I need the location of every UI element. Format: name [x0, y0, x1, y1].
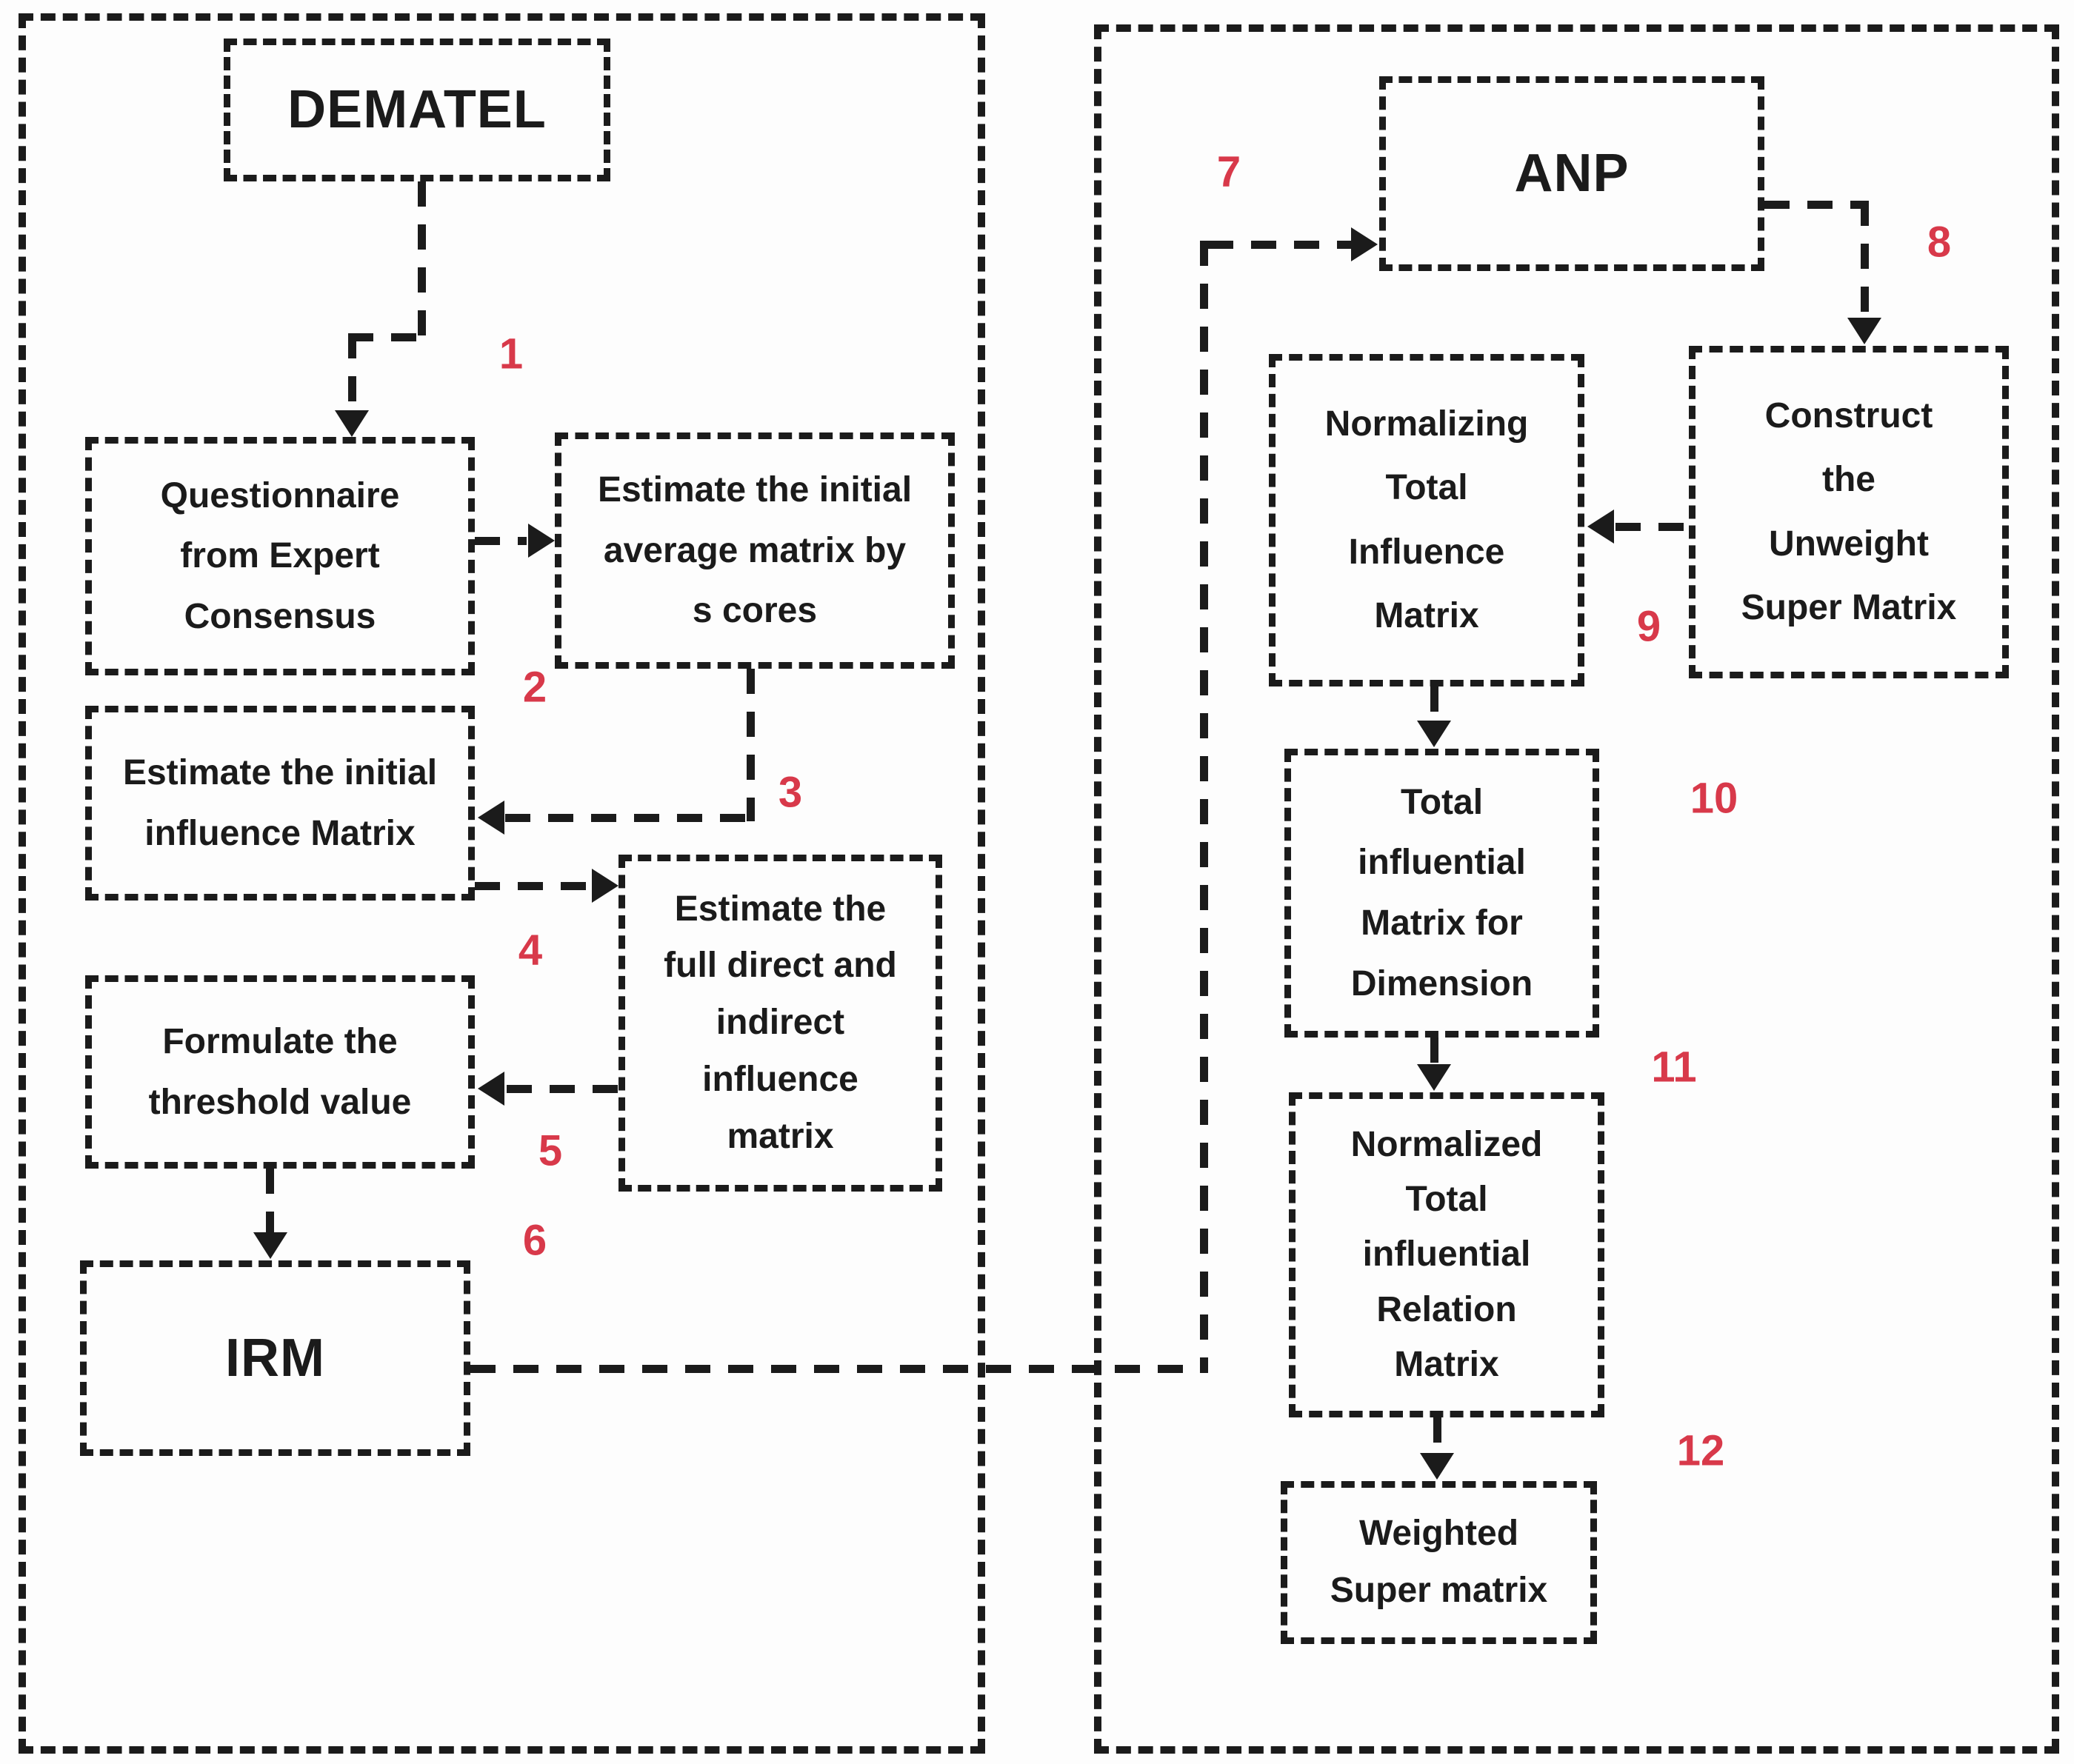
step-label-6: 6 [522, 1216, 547, 1265]
connector-1-seg-c [348, 333, 356, 415]
connector-3-seg-b [505, 814, 754, 822]
node-questionnaire: Questionnaire from Expert Consensus [85, 437, 475, 675]
arrowhead-8 [1847, 318, 1881, 344]
connector-8-seg-a [1764, 201, 1869, 209]
connector-2-seg-a [475, 537, 527, 545]
arrowhead-1 [335, 410, 369, 437]
arrowhead-10 [1417, 721, 1451, 747]
node-average-matrix: Estimate the initial average matrix by s… [555, 432, 955, 669]
connector-7-seg-b [1200, 241, 1208, 1373]
connector-4-seg-a [475, 882, 590, 890]
step-label-10: 10 [1690, 774, 1738, 823]
step-label-1: 1 [499, 330, 524, 378]
connector-7-seg-c [1208, 241, 1351, 249]
panel-dematel [19, 13, 985, 1754]
step-label-7: 7 [1216, 147, 1241, 196]
node-normalizing-matrix: Normalizing Total Influence Matrix [1269, 354, 1584, 686]
node-normalized-relation-matrix: Normalized Total influential Relation Ma… [1289, 1092, 1604, 1417]
connector-11-seg-a [1430, 1038, 1438, 1066]
arrowhead-3 [478, 801, 504, 835]
connector-12-seg-a [1433, 1417, 1441, 1454]
node-dematel: DEMATEL [224, 39, 610, 181]
arrowhead-12 [1420, 1453, 1454, 1480]
arrowhead-6 [253, 1232, 287, 1259]
connector-7-seg-a [470, 1365, 1207, 1373]
step-label-12: 12 [1676, 1426, 1725, 1475]
node-dimension-matrix: Total influential Matrix for Dimension [1284, 749, 1599, 1038]
connector-1-seg-b [348, 333, 427, 341]
node-anp: ANP [1379, 76, 1764, 271]
step-label-11: 11 [1651, 1043, 1697, 1092]
connector-5-seg-a [507, 1085, 621, 1093]
node-irm: IRM [80, 1260, 470, 1456]
connector-10-seg-a [1430, 686, 1438, 722]
step-label-5: 5 [538, 1126, 563, 1175]
step-label-2: 2 [522, 663, 547, 712]
connector-1-seg-a [418, 181, 426, 341]
arrowhead-11 [1417, 1064, 1451, 1091]
step-label-4: 4 [518, 926, 543, 975]
step-label-8: 8 [1927, 218, 1952, 267]
node-threshold: Formulate the threshold value [85, 975, 475, 1169]
arrowhead-2 [528, 524, 555, 558]
node-weighted-supermatrix: Weighted Super matrix [1281, 1481, 1597, 1644]
step-label-3: 3 [778, 768, 803, 817]
connector-8-seg-b [1861, 201, 1869, 319]
panel-anp [1094, 24, 2059, 1754]
step-label-9: 9 [1636, 602, 1661, 651]
connector-6-seg-a [266, 1169, 274, 1235]
arrowhead-9 [1587, 510, 1614, 544]
arrowhead-7 [1351, 227, 1378, 261]
arrowhead-4 [592, 869, 618, 903]
connector-9-seg-a [1615, 523, 1689, 531]
connector-3-seg-a [747, 669, 755, 821]
node-full-influence-matrix: Estimate the full direct and indirect in… [618, 855, 942, 1192]
node-unweight-supermatrix: Construct the Unweight Super Matrix [1689, 346, 2009, 678]
arrowhead-5 [478, 1072, 504, 1106]
node-influence-matrix: Estimate the initial influence Matrix [85, 706, 475, 901]
